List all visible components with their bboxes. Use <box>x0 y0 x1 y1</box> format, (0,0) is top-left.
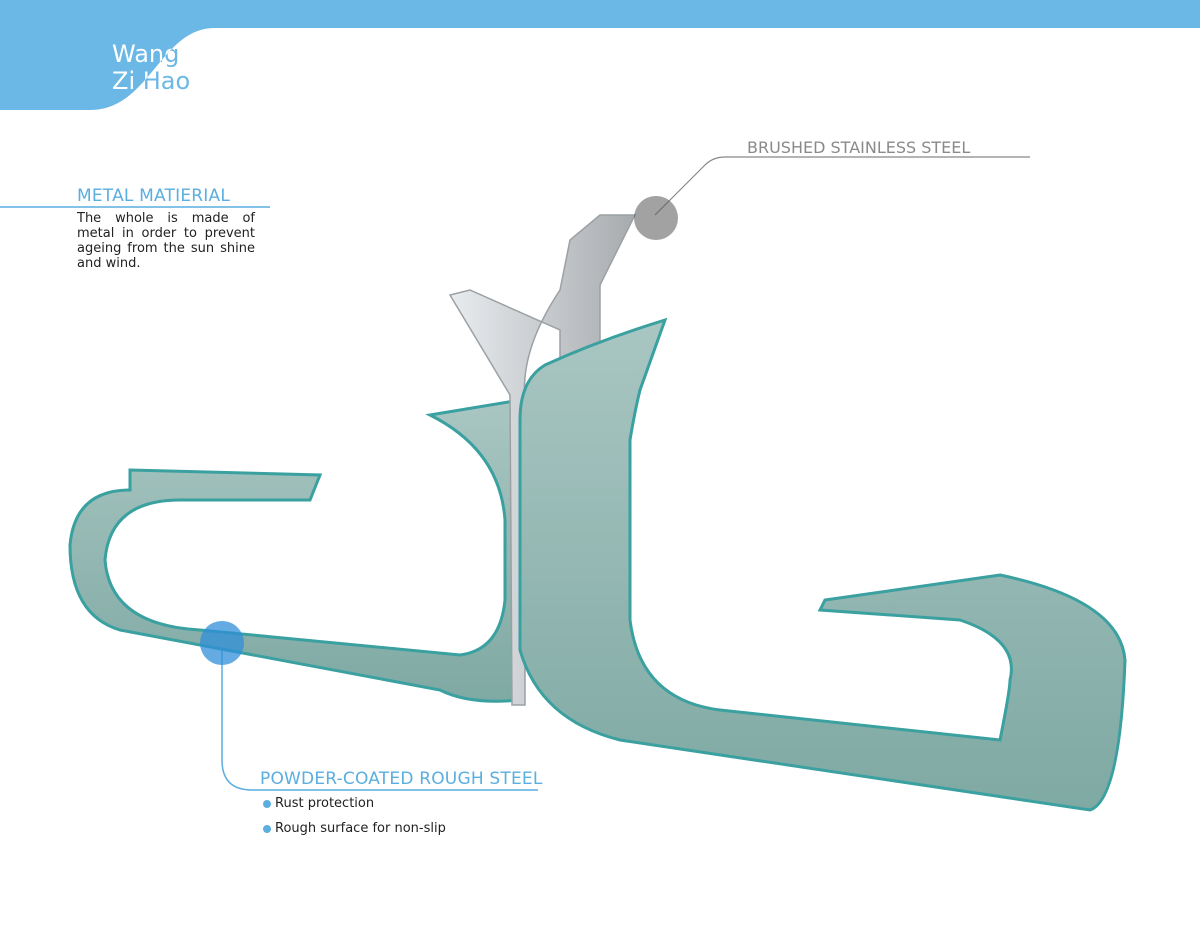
bullet-dot-icon <box>263 799 271 808</box>
metal-section-description: The whole is made of metal in order to p… <box>77 211 255 271</box>
bench-right-module <box>518 317 1127 812</box>
bullet-item: Rough surface for non-slip <box>263 821 446 836</box>
bullet-text: Rough surface for non-slip <box>275 821 446 836</box>
brushed-steel-callout-title: BRUSHED STAINLESS STEEL <box>747 138 971 157</box>
stainless-highlight-circle <box>634 196 678 240</box>
powder-coat-highlight-circle <box>200 621 244 665</box>
bench-left-module <box>68 398 522 703</box>
bullet-item: Rust protection <box>263 796 374 811</box>
bullet-text: Rust protection <box>275 796 375 811</box>
author-name-line1: Wang <box>112 40 179 68</box>
bullet-dot-icon <box>263 824 271 833</box>
bottom-callout-leader <box>221 645 538 791</box>
author-name-line2: Zi Hao <box>112 67 190 95</box>
author-name: Wang Zi Hao <box>112 40 190 95</box>
powder-coat-callout-title: POWDER-COATED ROUGH STEEL <box>260 769 543 789</box>
metal-section-title: METAL MATIERIAL <box>77 186 231 206</box>
top-callout-leader <box>654 156 1030 216</box>
header-wave <box>0 0 1200 110</box>
